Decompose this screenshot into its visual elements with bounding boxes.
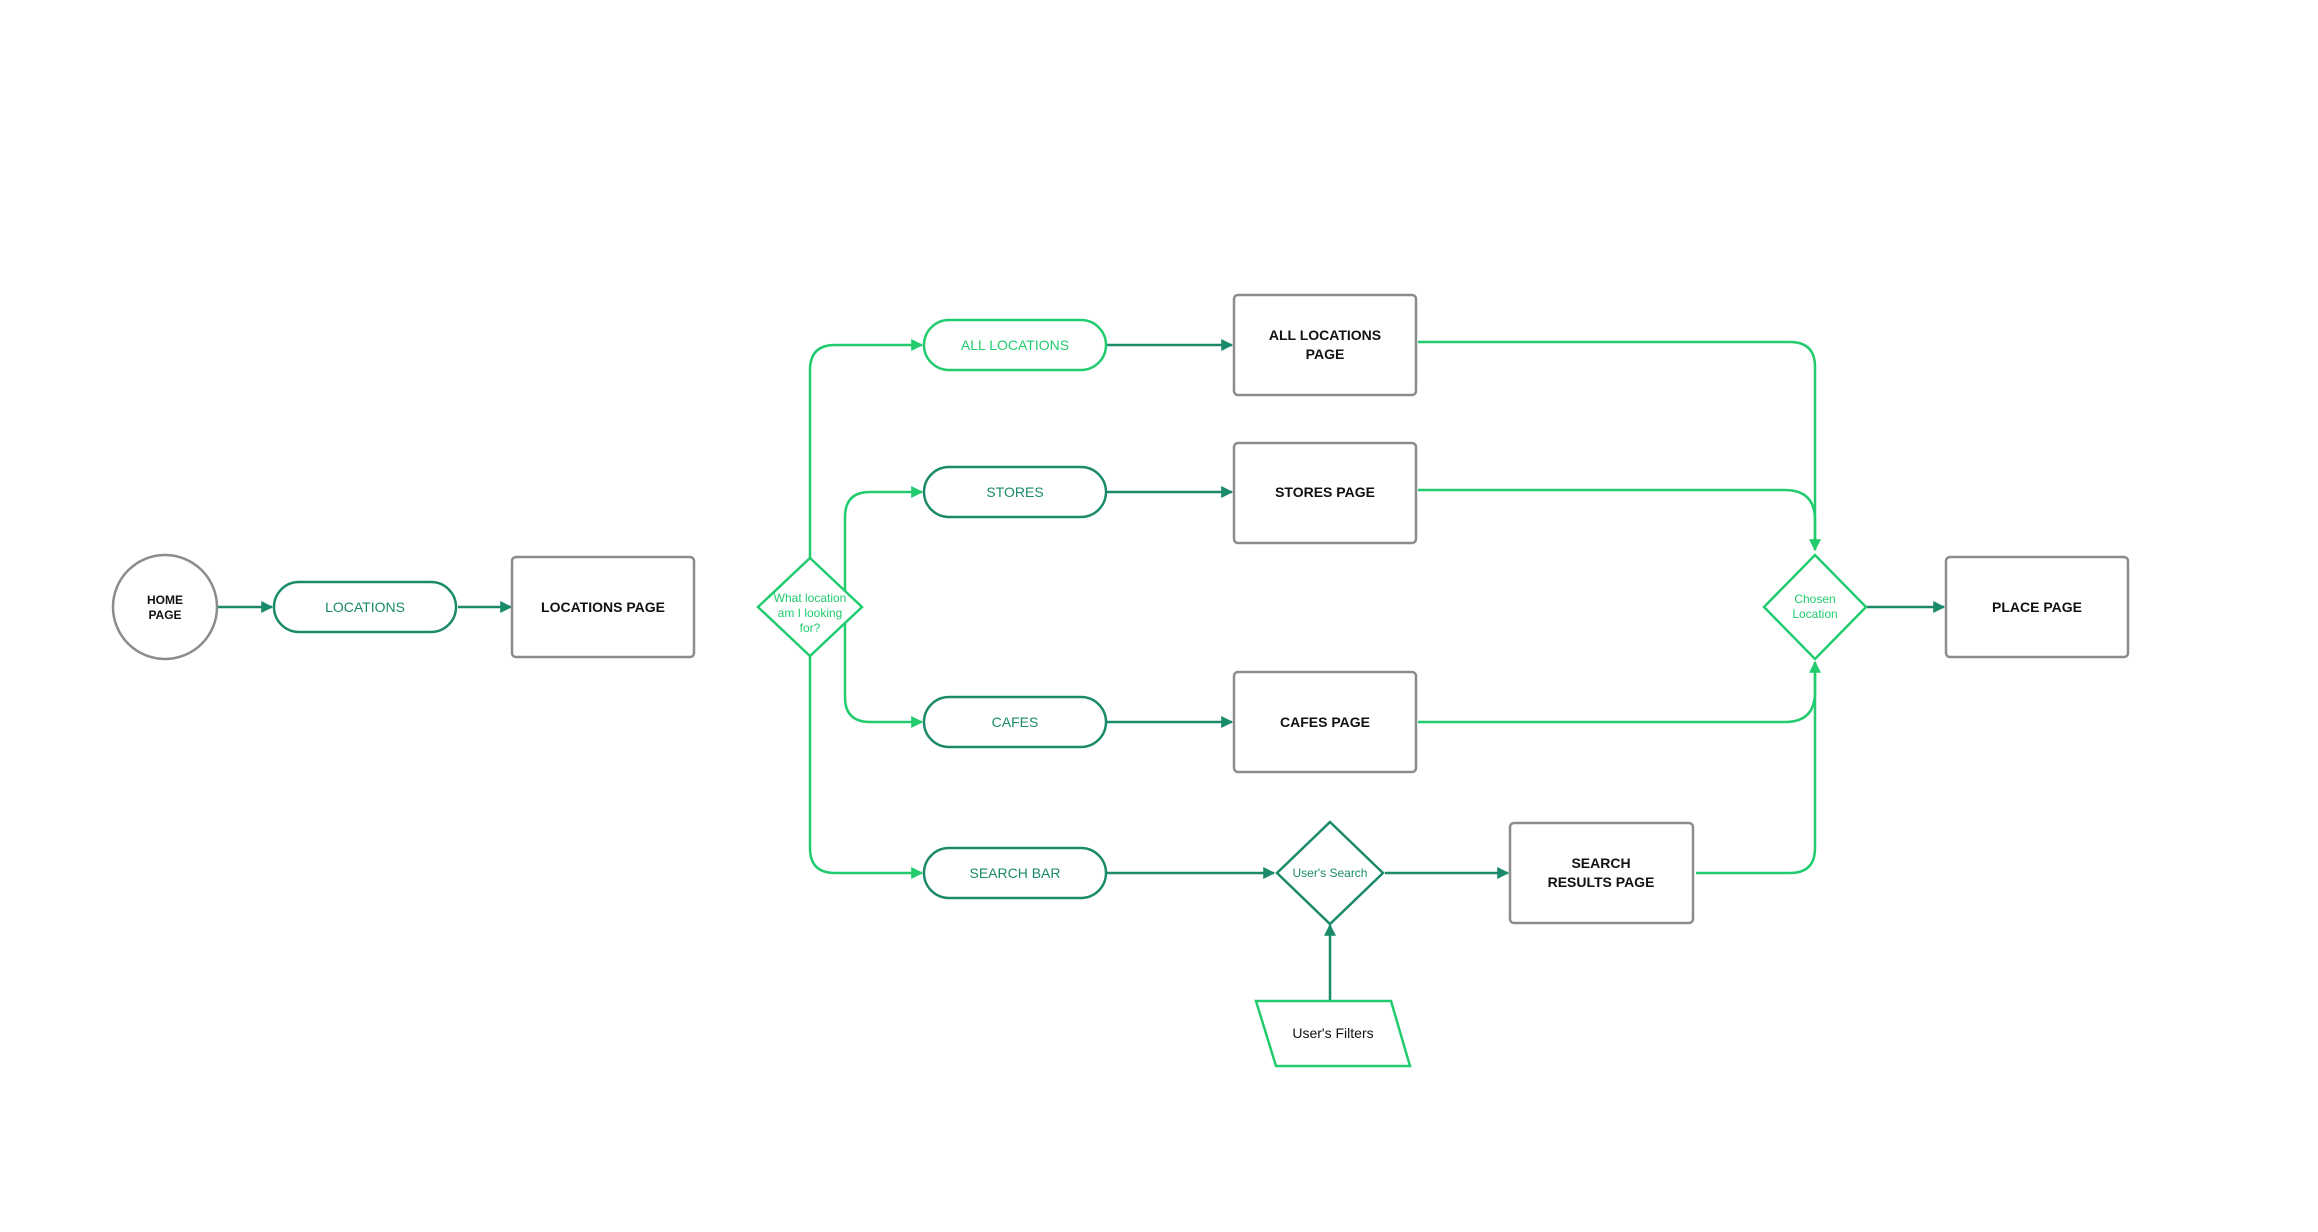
cafes-action-node: CAFES bbox=[922, 695, 1108, 749]
edge-stores-page-to-chosen bbox=[1418, 488, 1817, 550]
home-page-circle bbox=[111, 553, 219, 661]
all-locations-page-box bbox=[1232, 293, 1418, 397]
search-bar-action-node: SEARCH BAR bbox=[922, 846, 1108, 900]
edge-all-locations-page-to-chosen bbox=[1418, 340, 1821, 552]
decision-label-1: What location bbox=[774, 591, 847, 605]
chosen-location-diamond bbox=[1762, 553, 1868, 661]
cafes-label: CAFES bbox=[992, 714, 1039, 730]
stores-pill bbox=[922, 465, 1108, 519]
decision-label-2: am I looking bbox=[778, 606, 843, 620]
cafes-page-label: CAFES PAGE bbox=[1280, 714, 1370, 730]
home-page-label-2: PAGE bbox=[148, 608, 181, 622]
all-locations-page-label-1: ALL LOCATIONS bbox=[1269, 327, 1381, 343]
users-search-diamond bbox=[1275, 820, 1385, 926]
locations-action-node: LOCATIONS bbox=[272, 580, 458, 634]
all-locations-action-node: ALL LOCATIONS bbox=[922, 318, 1108, 372]
search-results-label-1: SEARCH bbox=[1571, 855, 1630, 871]
decision-location-node: What location am I looking for? bbox=[756, 556, 864, 658]
locations-label: LOCATIONS bbox=[325, 599, 405, 615]
edge-decision-to-all-locations bbox=[808, 339, 924, 558]
edge-decision-to-cafes bbox=[843, 607, 924, 728]
home-page-node: HOME PAGE bbox=[111, 553, 219, 661]
cafes-page-box bbox=[1232, 670, 1418, 774]
stores-page-label: STORES PAGE bbox=[1275, 484, 1375, 500]
stores-page-box bbox=[1232, 441, 1418, 545]
chosen-location-label-2: Location bbox=[1792, 607, 1837, 621]
edge-cafes-page-to-chosen bbox=[1418, 662, 1817, 724]
chosen-location-node: Chosen Location bbox=[1762, 553, 1868, 661]
locations-page-box bbox=[510, 555, 696, 659]
home-page-label-1: HOME bbox=[147, 593, 183, 607]
search-bar-label: SEARCH BAR bbox=[969, 865, 1060, 881]
stores-page-node: STORES PAGE bbox=[1232, 441, 1418, 545]
all-locations-label: ALL LOCATIONS bbox=[961, 337, 1069, 353]
chosen-location-label-1: Chosen bbox=[1794, 592, 1835, 606]
search-results-label-2: RESULTS PAGE bbox=[1548, 874, 1655, 890]
users-search-label: User's Search bbox=[1293, 866, 1368, 880]
cafes-page-node: CAFES PAGE bbox=[1232, 670, 1418, 774]
decision-label-3: for? bbox=[800, 621, 821, 635]
edge-search-results-to-chosen bbox=[1696, 660, 1821, 875]
edge-decision-to-search-bar bbox=[808, 656, 924, 879]
stores-label: STORES bbox=[986, 484, 1043, 500]
place-page-label: PLACE PAGE bbox=[1992, 599, 2082, 615]
search-results-page-node: SEARCH RESULTS PAGE bbox=[1508, 821, 1695, 925]
place-page-box bbox=[1944, 555, 2130, 659]
connectors bbox=[217, 339, 1946, 1000]
search-results-page-box bbox=[1508, 821, 1695, 925]
edge-decision-to-stores bbox=[843, 486, 924, 607]
users-filters-node: User's Filters bbox=[1254, 999, 1412, 1068]
all-locations-page-node: ALL LOCATIONS PAGE bbox=[1232, 293, 1418, 397]
all-locations-pill bbox=[922, 318, 1108, 372]
all-locations-page-label-2: PAGE bbox=[1306, 346, 1345, 362]
search-bar-pill bbox=[922, 846, 1108, 900]
users-search-node: User's Search bbox=[1275, 820, 1385, 926]
place-page-node: PLACE PAGE bbox=[1944, 555, 2130, 659]
users-filters-label: User's Filters bbox=[1292, 1025, 1373, 1041]
locations-page-label: LOCATIONS PAGE bbox=[541, 599, 665, 615]
locations-page-node: LOCATIONS PAGE bbox=[510, 555, 696, 659]
users-filters-shape bbox=[1254, 999, 1412, 1068]
cafes-pill bbox=[922, 695, 1108, 749]
locations-pill bbox=[272, 580, 458, 634]
decision-diamond bbox=[756, 556, 864, 658]
stores-action-node: STORES bbox=[922, 465, 1108, 519]
